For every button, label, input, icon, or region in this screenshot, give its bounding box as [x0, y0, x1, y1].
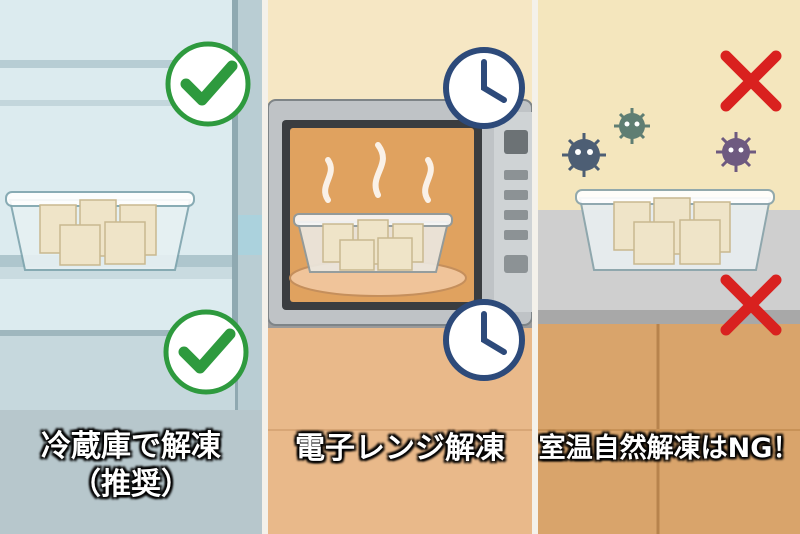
panel-room-temp-thaw: 室温自然解凍はNG！: [538, 0, 800, 534]
germ-icon: [562, 133, 606, 177]
panel-divider: [532, 0, 538, 534]
check-icon: [165, 41, 251, 127]
clock-icon: [443, 299, 525, 381]
clock-icon: [443, 47, 525, 129]
cross-icon: [720, 274, 782, 336]
germ-icon: [716, 132, 756, 172]
panel-microwave-thaw: 電子レンジ解凍: [268, 0, 532, 534]
tofu-container-microwave: [293, 213, 453, 273]
check-icon: [163, 309, 249, 395]
cross-icon: [720, 50, 782, 112]
panel-fridge-thaw: 冷蔵庫で解凍 （推奨）: [0, 0, 262, 534]
tofu-container-counter: [575, 189, 775, 271]
counter-scene: [538, 0, 800, 534]
germ-icon: [614, 108, 650, 144]
microwave-scene: [268, 0, 532, 534]
tofu-container-fridge: [5, 191, 195, 271]
panel-divider: [262, 0, 268, 534]
fridge-scene: [0, 0, 262, 534]
